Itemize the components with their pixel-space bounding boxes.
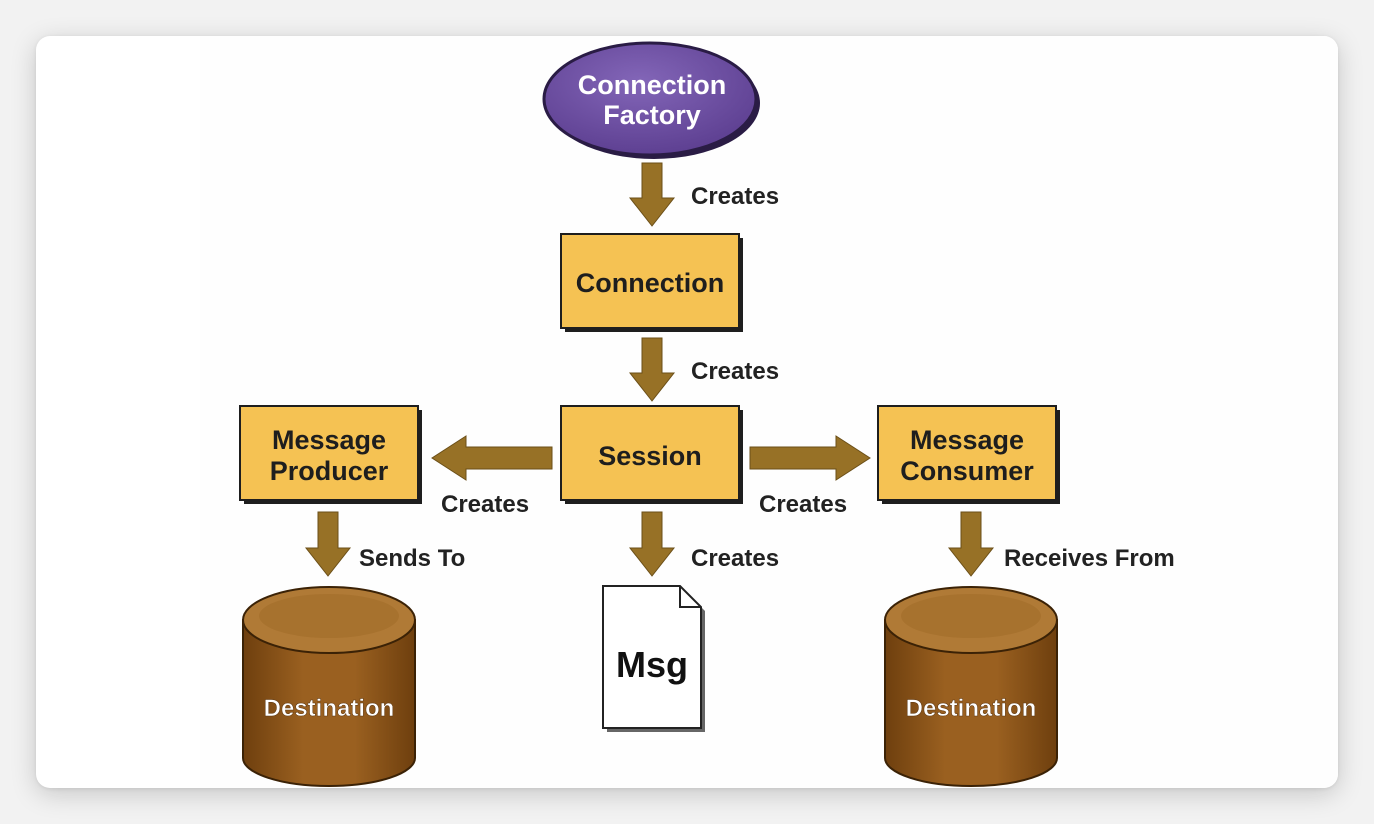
session-node: Session [560,405,743,504]
edge-label-producer-to-destination: Sends To [359,545,465,572]
arrow-session-to-producer [431,435,553,481]
connection-node: Connection [560,233,743,332]
arrow-connection-to-session [628,337,676,402]
edge-label-factory-to-connection: Creates [691,183,779,210]
connection-factory-node: Connection Factory [542,41,760,159]
destination-right-label: Destination [906,695,1037,722]
edge-label-session-to-producer: Creates [441,491,529,518]
arrow-session-to-msg [628,511,676,577]
edge-label-session-to-consumer: Creates [759,491,847,518]
connection-label: Connection [576,268,725,298]
message-producer-node: Message Producer [239,405,422,504]
destination-right-node: Destination [884,586,1058,787]
diagram-card: Connection Factory Creates Connection Cr… [36,36,1338,788]
msg-document-node: Msg [602,585,705,732]
edge-label-session-to-msg: Creates [691,545,779,572]
arrow-session-to-consumer [749,435,871,481]
msg-label: Msg [616,644,688,685]
arrow-consumer-to-destination [947,511,995,577]
jms-diagram: Connection Factory Creates Connection Cr… [239,41,1175,787]
destination-left-node: Destination [242,586,416,787]
message-consumer-node: Message Consumer [877,405,1060,504]
message-consumer-label-line2: Consumer [900,456,1034,486]
connection-factory-label-line1: Connection [578,70,727,100]
session-label: Session [598,441,702,471]
message-consumer-label-line1: Message [910,425,1024,455]
destination-left-label: Destination [264,695,395,722]
edge-label-connection-to-session: Creates [691,358,779,385]
arrow-factory-to-connection [628,162,676,227]
connection-factory-label-line2: Factory [603,100,701,130]
message-producer-label-line1: Message [272,425,386,455]
arrow-producer-to-destination [304,511,352,577]
edge-label-consumer-from-destination: Receives From [1004,545,1175,572]
message-producer-label-line2: Producer [270,456,389,486]
